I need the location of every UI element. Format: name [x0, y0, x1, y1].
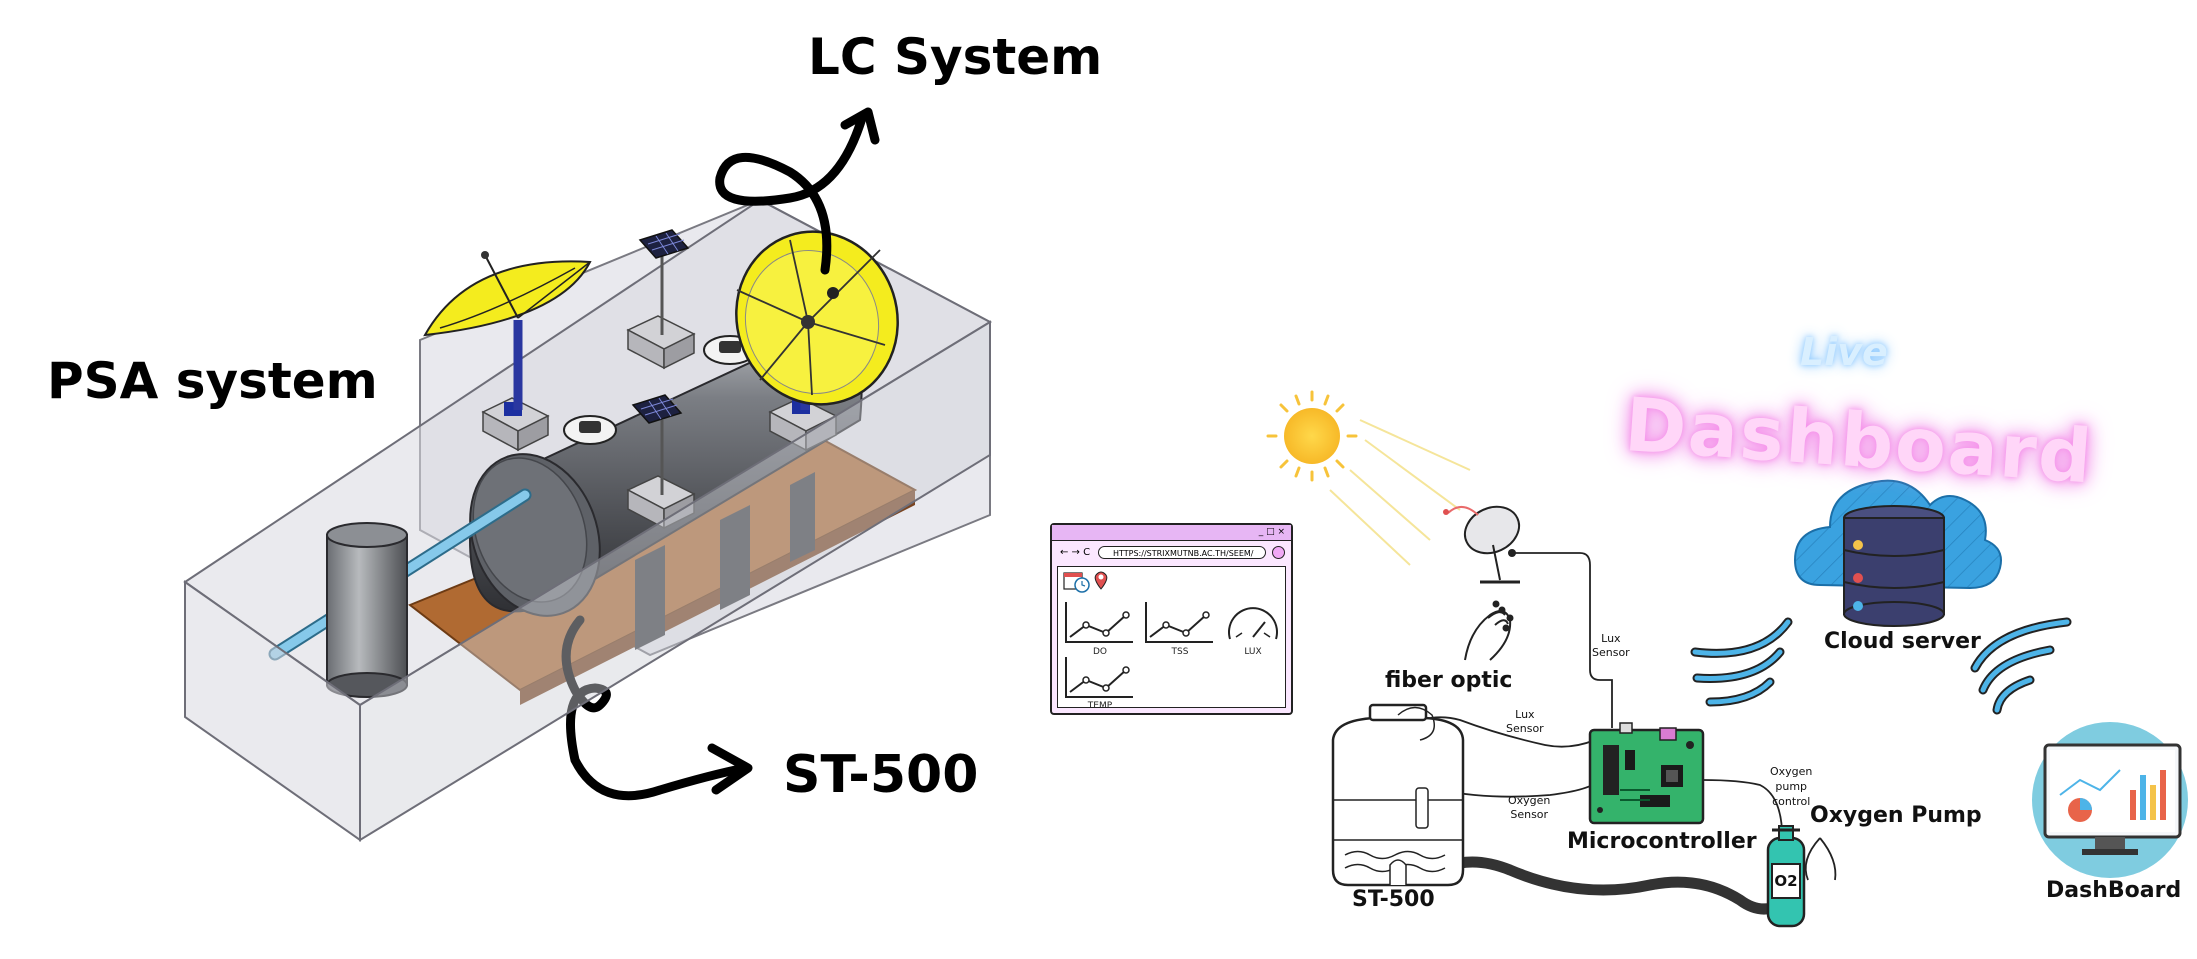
enclosure-front	[184, 320, 991, 842]
lc-system-label: LC System	[808, 28, 1103, 86]
o2-label: O2	[1774, 872, 1798, 890]
satellite-dish-icon	[423, 251, 592, 337]
oxygen-sensor-label: Oxygen Sensor	[1508, 794, 1551, 821]
satellite-dish-icon	[735, 230, 899, 406]
solar-panel-icon	[631, 394, 683, 424]
st500-right-label: ST-500	[1352, 887, 1435, 912]
st500-left-label: ST-500	[783, 745, 979, 805]
wifi-icon	[1970, 617, 2072, 715]
microcontroller-icon	[1588, 722, 1705, 825]
fiber-optic-icon	[1464, 600, 1514, 661]
lux-sensor-mid-label: Lux Sensor	[1506, 708, 1544, 735]
sun-icon	[1266, 390, 1471, 566]
psa-system-label: PSA system	[47, 352, 378, 410]
small-cylinder	[326, 522, 408, 698]
oxygen-pump-control-label: Oxygen pump control	[1770, 765, 1813, 808]
cloud-server-icon	[1793, 479, 2002, 627]
solar-panel-icon	[638, 229, 690, 259]
wifi-icon-color	[1692, 619, 1791, 705]
wifi-icon-color	[1972, 619, 2070, 713]
chart-label-lux: LUX	[1244, 647, 1262, 657]
cloud-server-label: Cloud server	[1824, 629, 1981, 654]
dashboard-monitor-icon	[2032, 722, 2188, 878]
browser-url-bar: HTTPS://STRIXMUTNB.AC.TH/SEEM/	[1098, 546, 1266, 559]
water-tank-icon	[1331, 703, 1465, 887]
browser-charts	[1063, 571, 1278, 698]
oxygen-pump-label: Oxygen Pump	[1810, 803, 1982, 828]
lux-sensor-top-label: Lux Sensor	[1592, 632, 1630, 659]
air-hose	[1419, 856, 1786, 915]
browser-window-icon: _ □ × ← → C HTTPS://STRIXMUTNB.AC.TH/SEE…	[1050, 523, 1293, 715]
microcontroller-label: Microcontroller	[1567, 829, 1757, 854]
arrow-to-lc-system	[715, 107, 880, 275]
chart-label-do: DO	[1092, 647, 1107, 657]
satellite-dish-icon	[1443, 505, 1521, 584]
browser-titlebar: _ □ ×	[1052, 525, 1291, 541]
browser-content: DO TSS LUX TEMP	[1057, 566, 1286, 711]
browser-profile-icon	[1272, 546, 1285, 559]
dashboard-label: DashBoard	[2046, 878, 2182, 903]
live-neon-text: Live	[1800, 330, 1888, 374]
arrow-to-st500	[561, 615, 753, 801]
oxygen-cylinder-icon	[1766, 825, 1806, 928]
browser-nav-buttons: ← → C	[1060, 547, 1091, 558]
chart-label-tss: TSS	[1171, 647, 1189, 657]
chart-label-temp: TEMP	[1087, 701, 1113, 711]
window-controls: _ □ ×	[1258, 527, 1285, 537]
fiber-optic-label: fiber optic	[1385, 668, 1513, 693]
